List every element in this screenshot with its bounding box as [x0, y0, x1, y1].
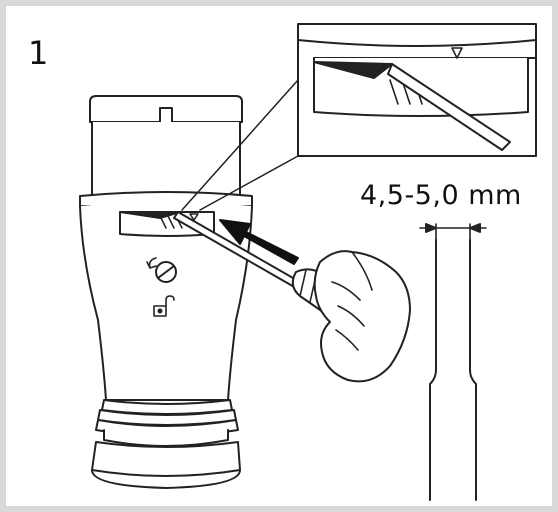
connector-body	[79, 95, 253, 489]
zoom-inset	[181, 23, 537, 211]
blade-dimension-drawing	[419, 223, 487, 501]
screwdriver-with-hand	[173, 211, 411, 383]
push-arrow	[219, 219, 299, 265]
step-number: 1	[28, 34, 49, 72]
blade-width-label: 4,5-5,0 mm	[360, 180, 522, 211]
